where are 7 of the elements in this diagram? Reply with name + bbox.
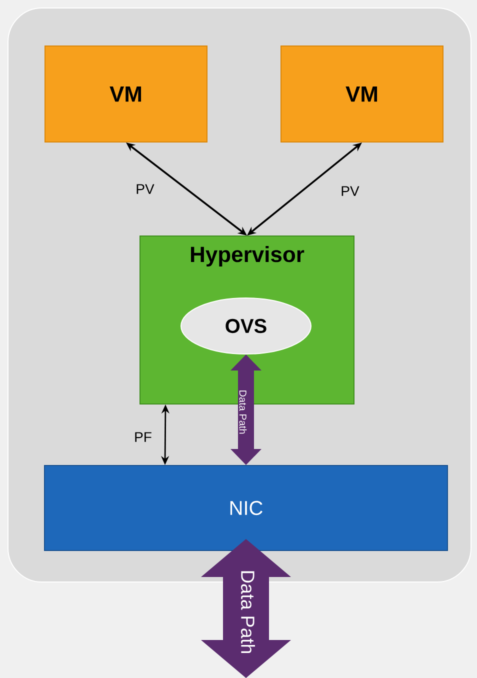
edge-label: Data Path xyxy=(240,569,256,655)
vm-box: VM xyxy=(44,46,208,142)
edge-label: PF xyxy=(133,431,153,443)
vm-box: VM xyxy=(280,46,444,142)
edge-label: PV xyxy=(340,185,360,197)
edge-label: PV xyxy=(134,183,156,195)
nic-box: NIC xyxy=(44,465,448,551)
